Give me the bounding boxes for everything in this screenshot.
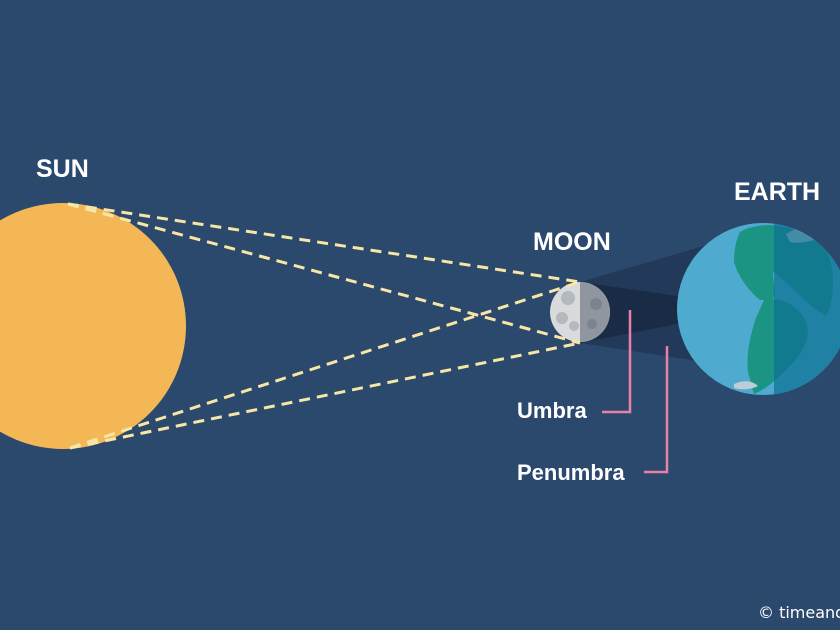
earth-globe: [677, 223, 840, 395]
earth-umbra-overlay: [677, 223, 774, 395]
penumbra-label: Penumbra: [517, 460, 625, 485]
moon-label: MOON: [533, 228, 611, 256]
earth-label: EARTH: [734, 178, 821, 206]
sun-label: SUN: [36, 155, 89, 183]
umbra-shadow: [580, 282, 692, 343]
copyright-credit: © timeand: [758, 603, 840, 622]
light-ray-top-outer: [67, 202, 581, 284]
umbra-label: Umbra: [517, 398, 587, 423]
light-ray-bottom-outer: [69, 341, 581, 450]
penumbra-leader-line: [644, 346, 669, 474]
light-rays: [67, 202, 581, 450]
sun-disc: [0, 203, 186, 449]
light-ray-top-inner: [67, 202, 581, 345]
earth-night-side: [774, 223, 840, 395]
umbra-leader-line: [602, 310, 632, 414]
earth-ice-spot: [734, 381, 758, 390]
